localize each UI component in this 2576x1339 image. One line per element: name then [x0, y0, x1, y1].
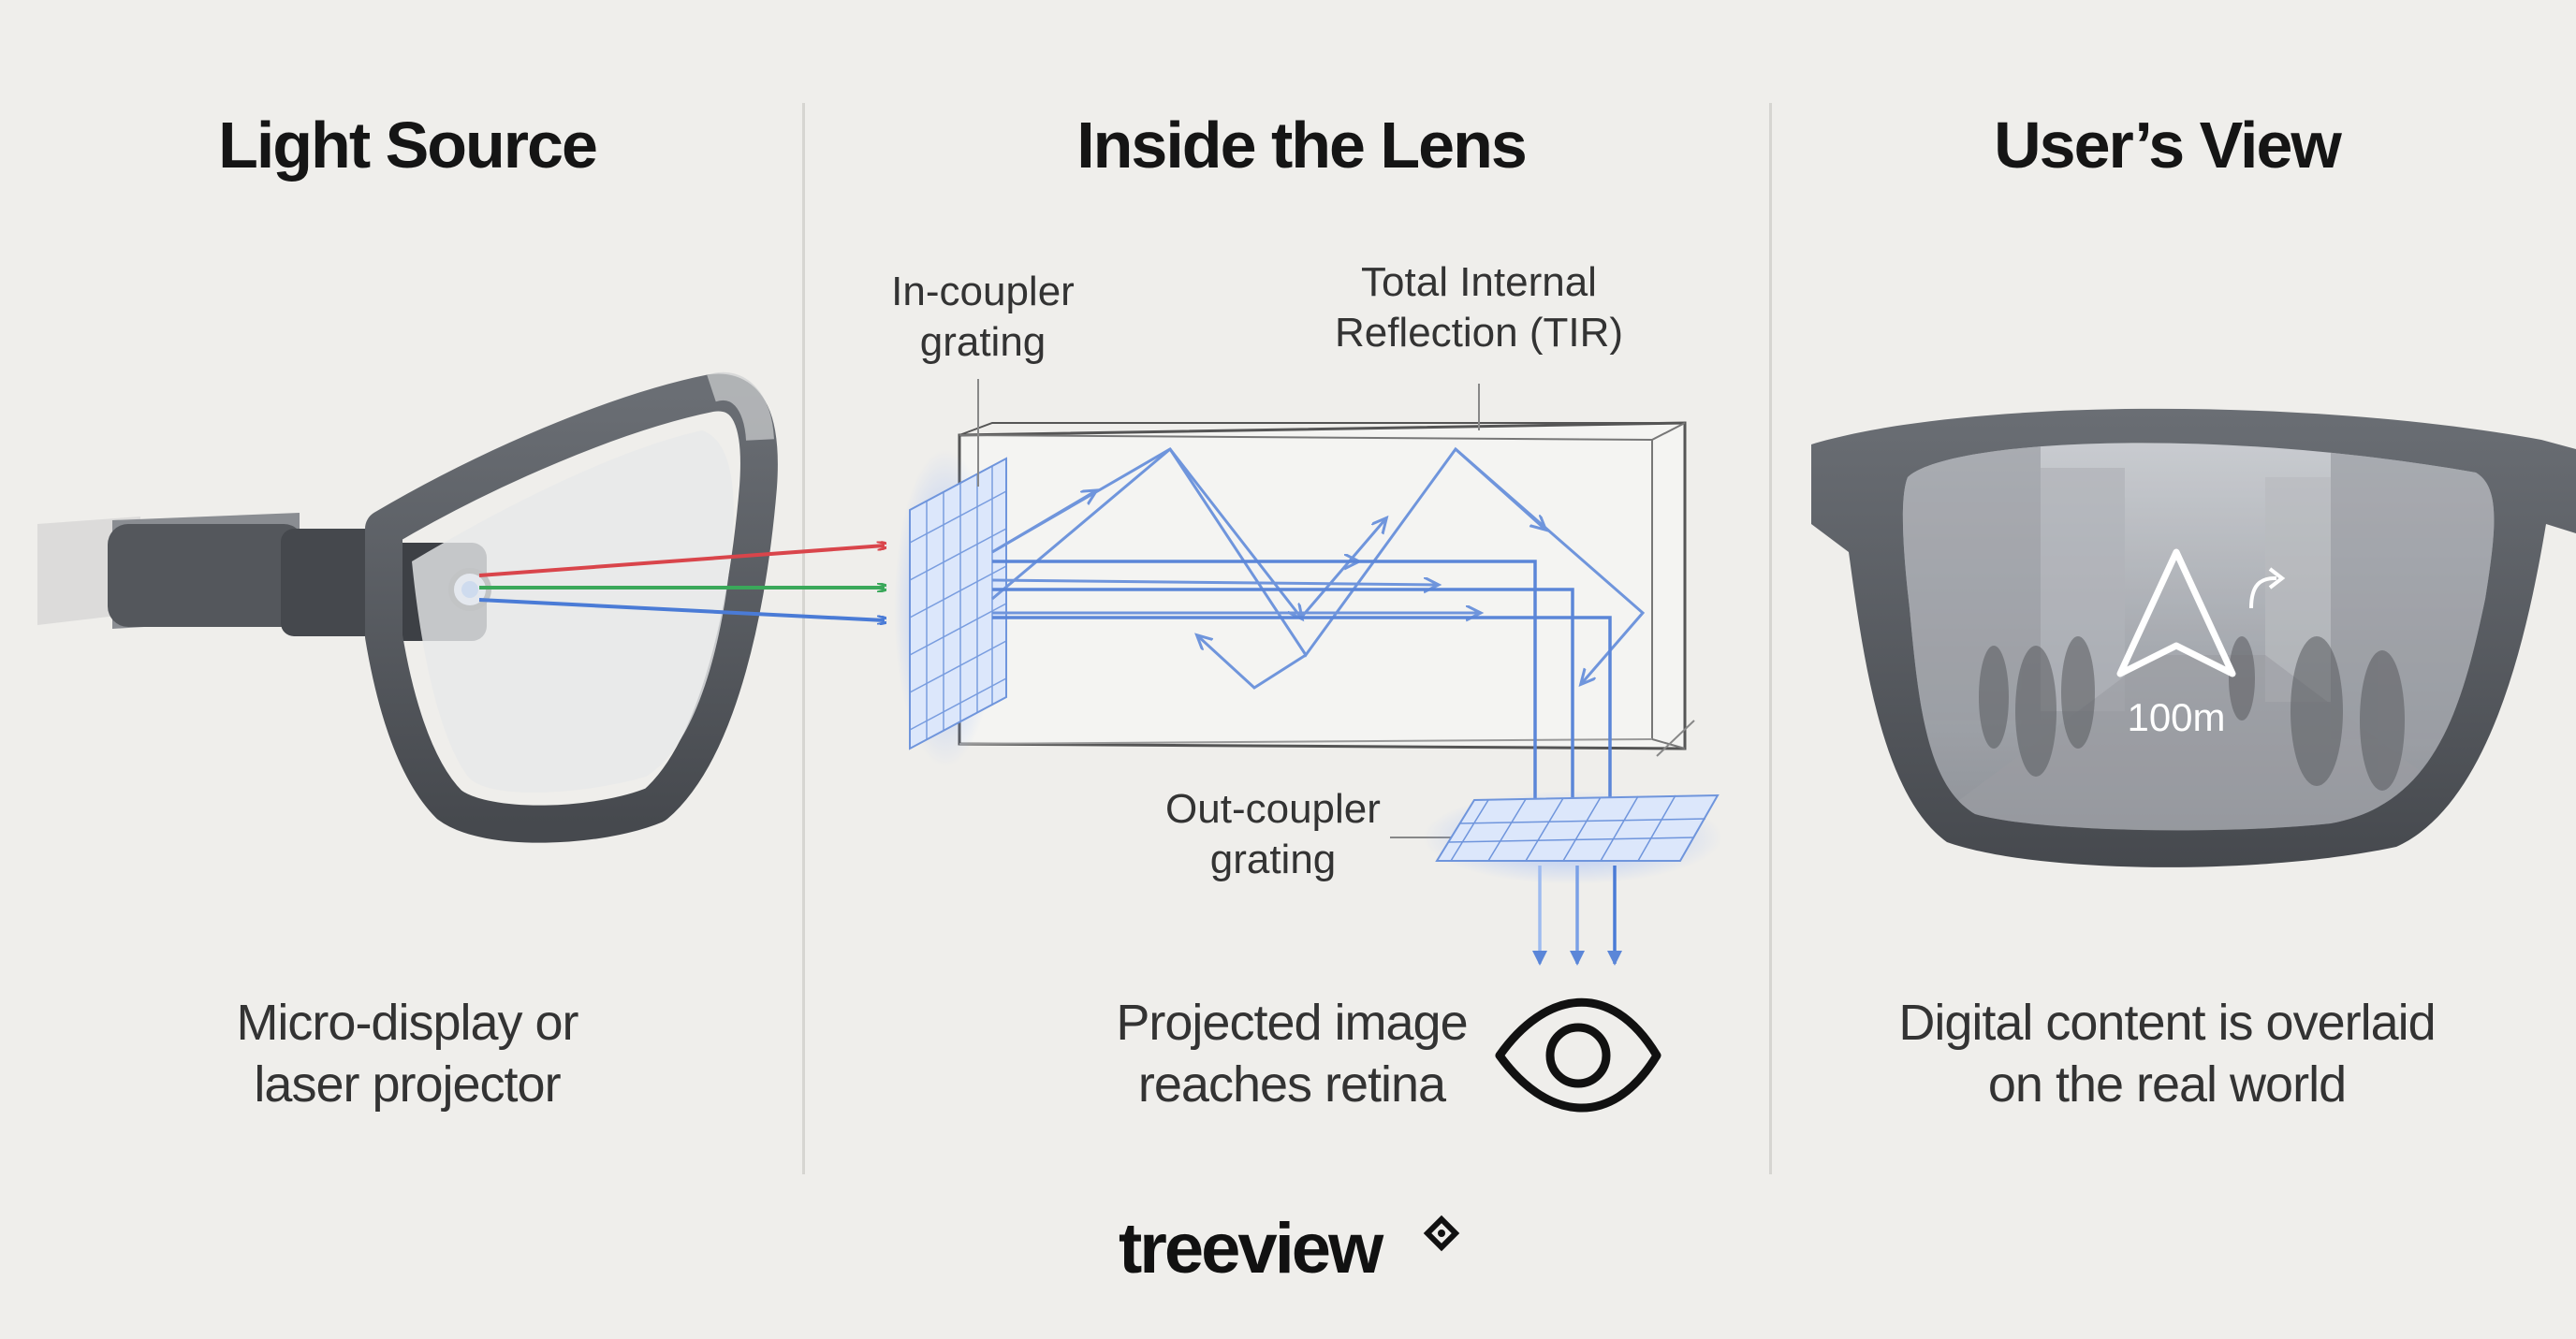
title-inside-lens: Inside the Lens	[1076, 109, 1528, 182]
label-line: grating	[1209, 837, 1337, 882]
caption-light-source: Micro-display or laser projector	[122, 992, 693, 1115]
waveguide-diagram	[894, 379, 1722, 966]
logo-diamond-icon	[1423, 1215, 1460, 1252]
label-line: Reflection (TIR)	[1334, 310, 1624, 356]
caption-line: Micro-display or	[236, 995, 578, 1051]
smart-glasses-side-icon	[37, 371, 778, 843]
brand-logo: treeview	[1119, 1209, 1383, 1288]
caption-line: on the real world	[1987, 1056, 2347, 1113]
caption-line: reaches retina	[1137, 1056, 1446, 1113]
title-light-source: Light Source	[218, 109, 598, 182]
label-line: Total Internal	[1361, 259, 1597, 305]
caption-inside-lens: Projected image reaches retina	[1048, 992, 1535, 1115]
panel-divider	[1769, 103, 1772, 1174]
label-line: grating	[919, 319, 1046, 365]
rgb-light-rays	[478, 546, 885, 620]
label-line: Out-coupler	[1165, 786, 1381, 832]
hud-distance: 100m	[2127, 695, 2226, 739]
navigation-arrow-icon	[2116, 548, 2236, 677]
caption-line: laser projector	[254, 1056, 561, 1113]
glasses-front-view	[1811, 408, 2576, 867]
title-users-view: User’s View	[1994, 109, 2342, 182]
panel-divider	[802, 103, 805, 1174]
caption-line: Projected image	[1116, 995, 1468, 1051]
label-line: In-coupler	[891, 269, 1075, 314]
label-in-coupler: In-coupler grating	[861, 267, 1105, 368]
label-tir: Total Internal Reflection (TIR)	[1310, 257, 1647, 358]
caption-line: Digital content is overlaid	[1898, 995, 2436, 1051]
label-out-coupler: Out-coupler grating	[1142, 784, 1404, 885]
turn-right-icon	[2249, 576, 2276, 609]
caption-users-view: Digital content is overlaid on the real …	[1835, 992, 2499, 1115]
eye-icon	[1495, 997, 1661, 1113]
